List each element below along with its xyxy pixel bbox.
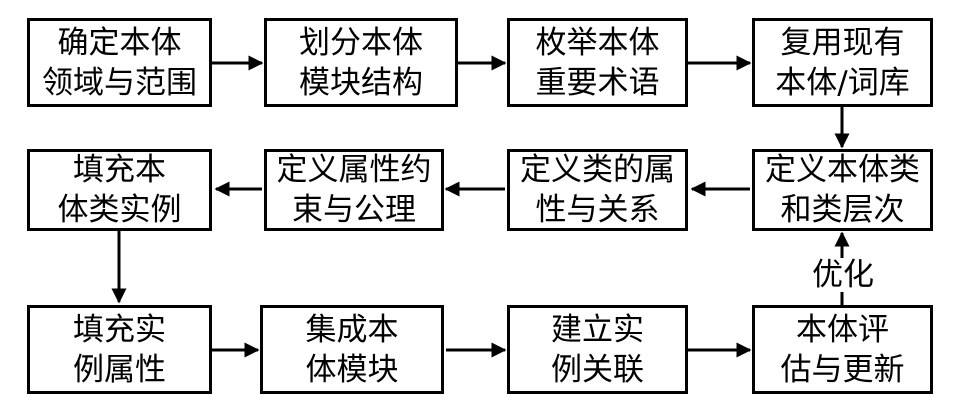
step-11-box: 建立实 例关联 (507, 305, 688, 394)
step-2-line2: 模块结构 (299, 64, 423, 101)
step-5-line1: 定义本体类 (765, 152, 920, 188)
step-12-line1: 本体评 (796, 311, 889, 348)
step-2-box: 划分本体 模块结构 (264, 18, 458, 107)
step-9-box: 填充实 例属性 (27, 305, 212, 394)
step-11-line1: 建立实 (551, 311, 644, 348)
step-6-box: 定义类的属 性与关系 (507, 149, 688, 231)
step-5-box: 定义本体类 和类层次 (752, 149, 933, 231)
step-10-box: 集成本 体模块 (260, 305, 444, 394)
step-12-line2: 估与更新 (780, 351, 905, 388)
step-4-line2: 本体/词库 (775, 64, 910, 101)
step-4-box: 复用现有 本体/词库 (752, 18, 933, 107)
step-6-line2: 性与关系 (535, 192, 660, 228)
step-3-box: 枚举本体 重要术语 (507, 18, 688, 107)
step-10-line1: 集成本 (305, 311, 399, 348)
step-2-line1: 划分本体 (299, 24, 423, 61)
step-7-line1: 定义属性约 (276, 152, 432, 188)
step-4-line1: 复用现有 (780, 24, 905, 61)
step-9-line2: 例属性 (73, 351, 166, 388)
step-8-line1: 填充本 (73, 152, 166, 188)
step-1-line1: 确定本体 (57, 24, 182, 61)
step-8-box: 填充本 体类实例 (27, 149, 212, 231)
step-7-line2: 束与公理 (292, 192, 416, 228)
step-5-line2: 和类层次 (780, 192, 905, 228)
step-3-line1: 枚举本体 (535, 24, 660, 61)
step-6-line1: 定义类的属 (520, 152, 675, 188)
step-1-line2: 领域与范围 (42, 64, 197, 101)
step-9-line1: 填充实 (73, 311, 166, 348)
step-10-line2: 体模块 (305, 351, 399, 388)
step-8-line2: 体类实例 (57, 192, 182, 228)
step-11-line2: 例关联 (551, 351, 644, 388)
step-7-box: 定义属性约 束与公理 (264, 149, 444, 231)
step-1-box: 确定本体 领域与范围 (27, 18, 212, 107)
step-12-box: 本体评 估与更新 (752, 305, 933, 394)
step-3-line2: 重要术语 (535, 64, 660, 101)
feedback-label: 优化 (810, 257, 876, 293)
